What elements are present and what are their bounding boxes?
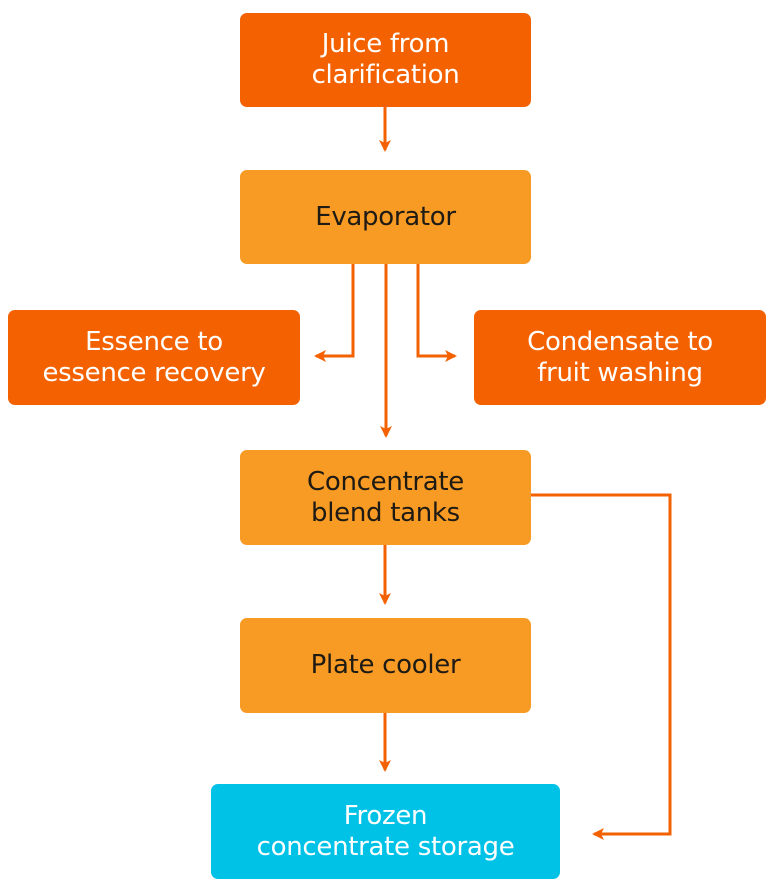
- node-label: Frozen concentrate storage: [256, 800, 515, 862]
- node-juice-from-clarification: Juice from clarification: [240, 13, 531, 107]
- node-label: Concentrate blend tanks: [306, 466, 465, 528]
- edge-evaporator-essence: [314, 264, 355, 362]
- node-label: Essence to essence recovery: [42, 326, 266, 388]
- node-condensate-fruit-washing: Condensate to fruit washing: [474, 310, 766, 405]
- node-evaporator: Evaporator: [240, 170, 531, 264]
- node-essence-recovery: Essence to essence recovery: [8, 310, 300, 405]
- node-plate-cooler: Plate cooler: [240, 618, 531, 713]
- node-label: Evaporator: [315, 201, 456, 232]
- edge-blend-frozen: [531, 493, 672, 840]
- node-frozen-concentrate-storage: Frozen concentrate storage: [211, 784, 560, 879]
- node-label: Plate cooler: [310, 650, 461, 680]
- edge-evaporator-condensate: [416, 264, 457, 362]
- node-label: Juice from clarification: [311, 29, 460, 90]
- node-concentrate-blend-tanks: Concentrate blend tanks: [240, 450, 531, 545]
- node-label: Condensate to fruit washing: [527, 326, 713, 388]
